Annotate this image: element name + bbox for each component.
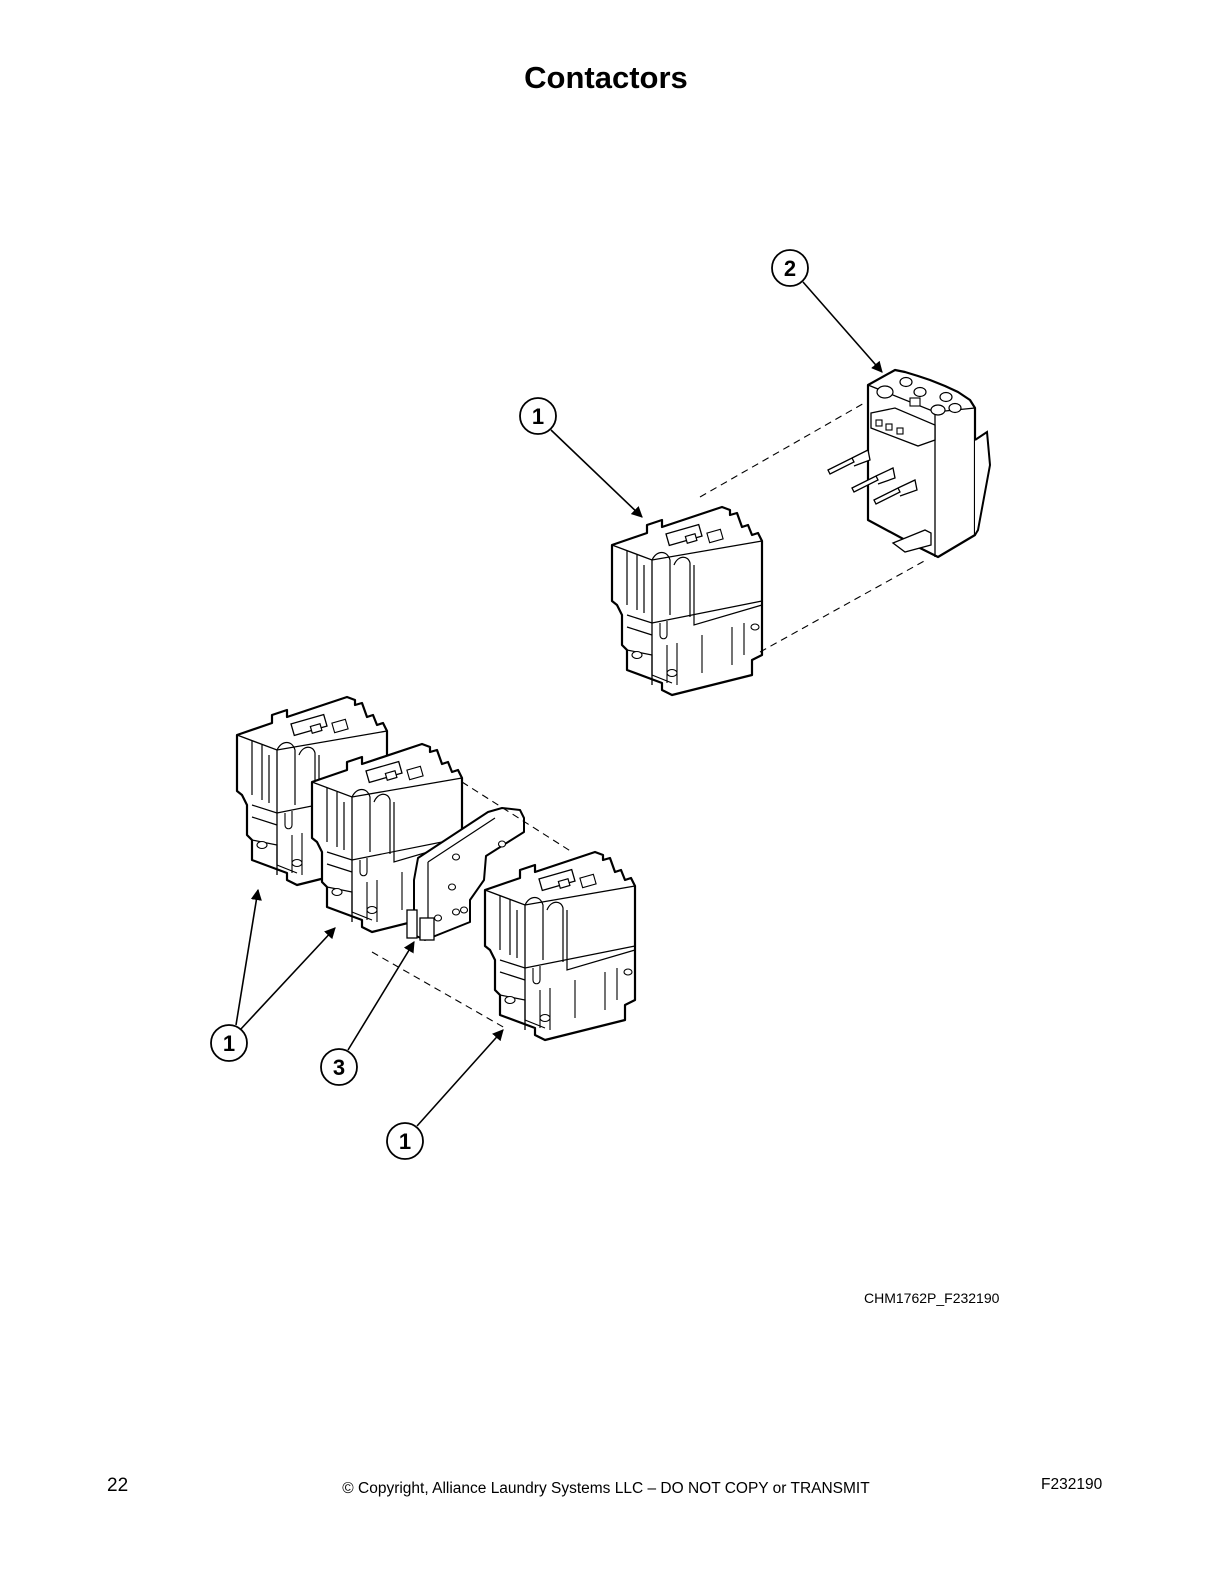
svg-text:3: 3 bbox=[333, 1055, 345, 1080]
svg-text:1: 1 bbox=[532, 404, 544, 429]
svg-text:1: 1 bbox=[399, 1129, 411, 1154]
mechanical-interlock bbox=[406, 807, 525, 941]
svg-text:2: 2 bbox=[784, 256, 796, 281]
contactor-upper bbox=[610, 505, 764, 697]
svg-text:1: 1 bbox=[223, 1031, 235, 1056]
callout-2: 2 bbox=[771, 249, 809, 287]
callout-1-bottom: 1 bbox=[386, 1122, 424, 1160]
page-number: 22 bbox=[107, 1475, 129, 1496]
contactor-right bbox=[483, 850, 637, 1042]
callout-1-top: 1 bbox=[519, 397, 557, 435]
figure-reference: F232190 bbox=[1041, 1476, 1103, 1493]
page-title: Contactors bbox=[524, 60, 688, 95]
figure-id: CHM1762P_F232190 bbox=[864, 1290, 1000, 1306]
overload-relay bbox=[827, 368, 992, 559]
callout-1-left: 1 bbox=[210, 1024, 248, 1062]
callout-3: 3 bbox=[320, 1048, 358, 1086]
copyright-notice: © Copyright, Alliance Laundry Systems LL… bbox=[342, 1480, 870, 1497]
